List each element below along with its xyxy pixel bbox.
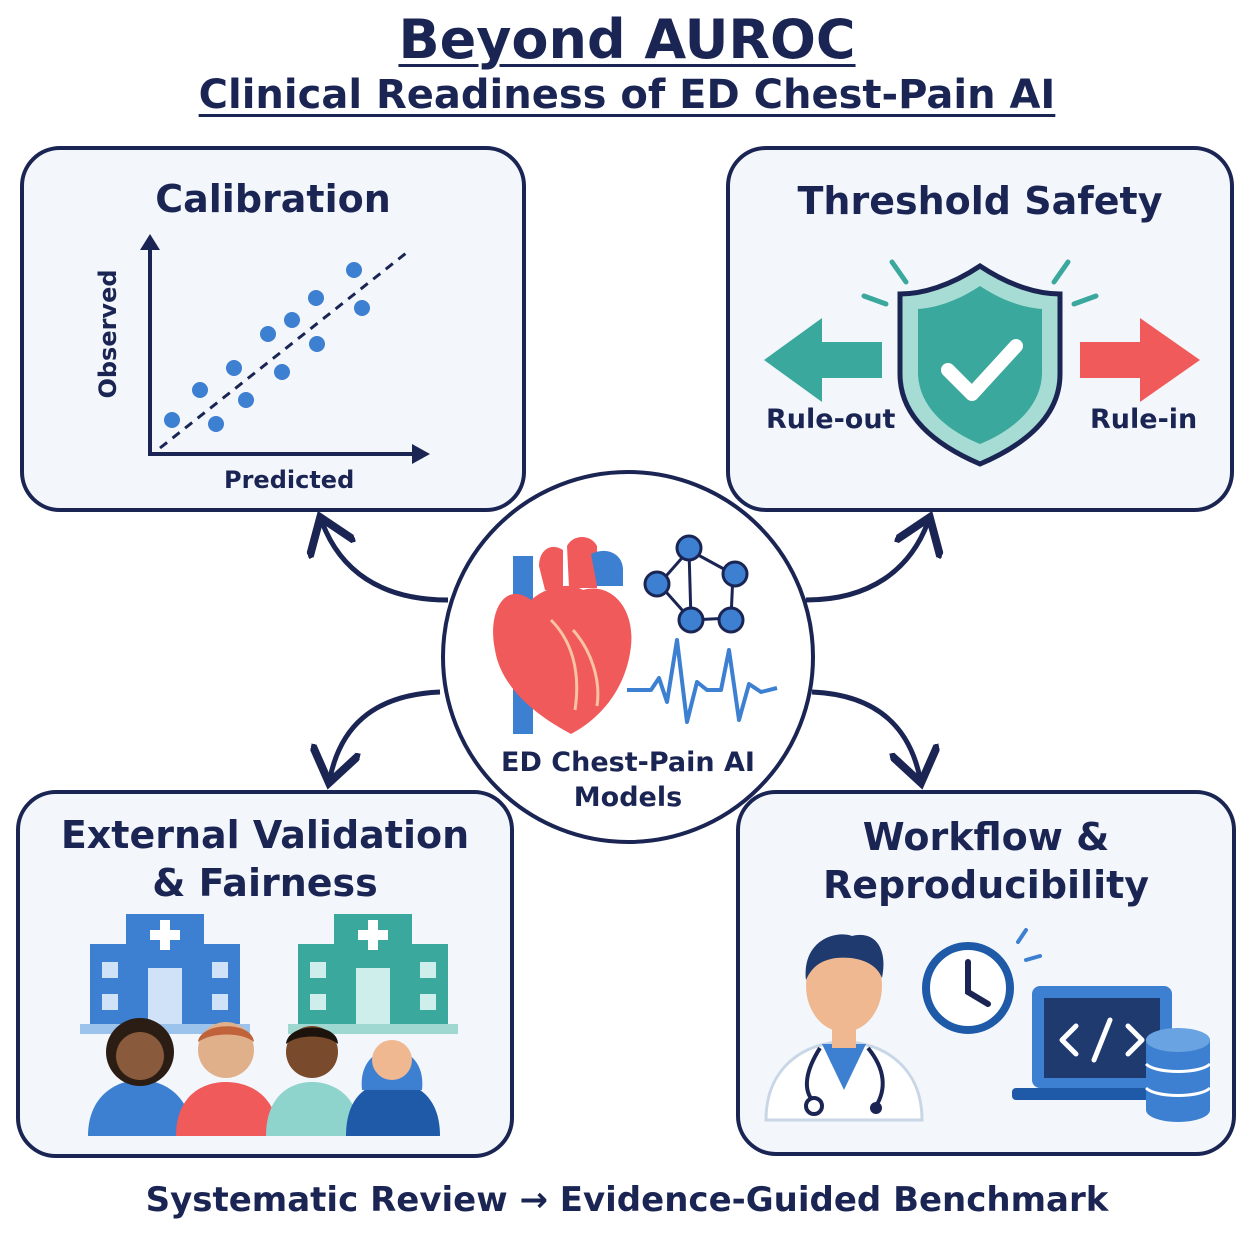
- workflow-panel: Workflow & Reproducibility: [736, 790, 1236, 1156]
- hub-label-line1: ED Chest-Pain AI: [501, 747, 755, 778]
- workflow-title-line2: Reproducibility: [822, 862, 1150, 907]
- subtitle: Clinical Readiness of ED Chest-Pain AI: [198, 72, 1056, 118]
- arrow-to-workflow: [811, 689, 920, 778]
- calibration-title: Calibration: [155, 177, 391, 221]
- arrow-to-external: [330, 689, 441, 778]
- hub-graphics: [493, 534, 778, 734]
- y-axis-label: Observed: [94, 269, 122, 399]
- hospital-icon-2: [288, 914, 458, 1034]
- threshold-graphics: [764, 259, 1200, 467]
- hub-label-line2: Models: [573, 781, 683, 813]
- center-hub: ED Chest-Pain AI Models: [441, 470, 815, 844]
- external-title-line1: External Validation: [60, 813, 470, 857]
- external-title-line2: & Fairness: [152, 860, 378, 905]
- shield-check-icon: [897, 262, 1063, 467]
- external-validation-panel: External Validation & Fairness: [16, 790, 514, 1158]
- workflow-title: Workflow & Reproducibility: [740, 814, 1232, 909]
- external-title: External Validation & Fairness: [20, 812, 510, 907]
- heart-icon: [493, 537, 632, 734]
- hospital-icon: [80, 914, 250, 1034]
- rule-in-label: Rule-in: [1090, 404, 1198, 435]
- right-arrow-icon: [1080, 318, 1200, 402]
- database-icon: [1144, 1028, 1212, 1122]
- workflow-graphics: [764, 928, 1212, 1122]
- external-graphics: [80, 914, 458, 1136]
- footer-caption: Systematic Review → Evidence-Guided Benc…: [145, 1180, 1109, 1220]
- scatter-plot-icon: [140, 234, 430, 464]
- ecg-waveform-icon: [627, 638, 778, 724]
- calibration-panel: Calibration Observed Predicted: [20, 146, 526, 512]
- clock-icon: [922, 928, 1042, 1034]
- left-arrow-icon: [764, 318, 882, 402]
- doctor-icon: [764, 934, 924, 1122]
- rule-out-label: Rule-out: [766, 404, 896, 435]
- arrow-to-calibration: [322, 522, 449, 603]
- x-axis-label: Predicted: [224, 466, 355, 494]
- people-icon: [88, 1018, 440, 1136]
- main-title: Beyond AUROC: [398, 8, 856, 71]
- arrow-to-threshold: [805, 522, 928, 603]
- shield-rays: [861, 259, 1099, 307]
- threshold-title: Threshold Safety: [797, 179, 1163, 223]
- threshold-safety-panel: Threshold Safety Rule-out Rule-in: [726, 146, 1234, 512]
- workflow-title-line1: Workflow &: [862, 815, 1110, 859]
- network-icon: [643, 534, 749, 634]
- laptop-code-icon: [1012, 986, 1182, 1100]
- hub-label: ED Chest-Pain AI Models: [445, 746, 811, 815]
